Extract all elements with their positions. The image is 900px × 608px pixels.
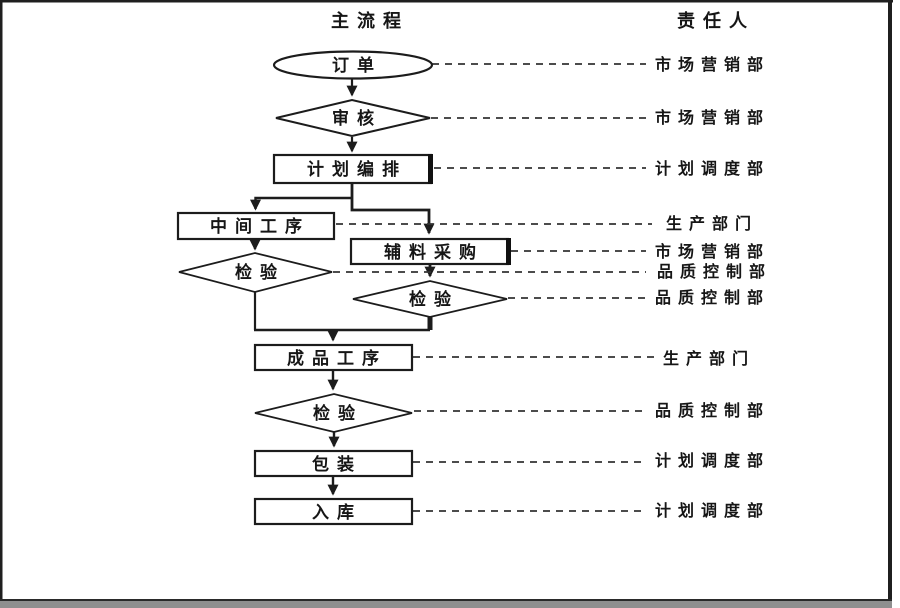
node-label-inspection-auxiliary: 检验: [409, 289, 459, 309]
node-review: 审核: [275, 98, 431, 138]
responsibility-dash-lines: [333, 63, 660, 512]
diamond-review: [275, 98, 431, 138]
node-plan-scheduling: 计划编排: [272, 153, 433, 185]
node-inspection-final: 检验: [254, 393, 413, 433]
responsible-label-inspection-right: 品质控制部: [655, 288, 770, 307]
responsible-label-packaging: 计划调度部: [655, 451, 770, 470]
flow-connectors: [249, 79, 436, 496]
column-header-responsible: 责任人: [677, 10, 755, 31]
edge-plan-intermediate: [250, 196, 352, 211]
responsible-label-plan: 计划调度部: [655, 159, 770, 178]
node-warehousing: 入库: [253, 497, 414, 526]
responsible-label-order: 市场营销部: [655, 55, 770, 74]
node-label-packaging: 包装: [312, 454, 362, 474]
column-header-main-flow: 主流程: [331, 10, 409, 31]
rect-packaging: [253, 449, 414, 478]
node-label-auxiliary-purchase: 辅料采购: [384, 242, 484, 262]
node-label-warehousing: 入库: [312, 502, 362, 522]
diamond-inspection-auxiliary: [352, 280, 508, 318]
diamond-inspection-intermediate: [178, 252, 333, 293]
responsible-label-auxiliary: 市场营销部: [655, 242, 770, 261]
node-packaging: 包装: [253, 449, 414, 478]
node-auxiliary-purchase: 辅料采购: [349, 237, 511, 266]
responsible-label-inspection-final: 品质控制部: [655, 401, 770, 420]
node-label-review: 审核: [332, 108, 382, 128]
node-inspection-auxiliary: 检验: [352, 280, 508, 318]
ellipse-order: [272, 50, 434, 80]
rect-finished-process: [253, 343, 414, 372]
edge-plan-auxiliary: [350, 184, 435, 235]
rect-warehousing: [253, 497, 414, 526]
node-label-plan-scheduling: 计划编排: [307, 159, 407, 179]
responsible-label-warehousing: 计划调度部: [655, 501, 770, 520]
responsible-label-intermediate: 生产部门: [666, 214, 758, 233]
node-label-intermediate-process: 中间工序: [210, 216, 310, 236]
node-label-inspection-final: 检验: [313, 403, 363, 423]
diamond-inspection-final: [254, 393, 413, 433]
node-label-inspection-intermediate: 检验: [235, 262, 285, 282]
node-label-finished-process: 成品工序: [287, 348, 387, 368]
responsible-label-inspection-left: 品质控制部: [657, 262, 772, 281]
node-label-order: 订单: [332, 55, 382, 75]
node-order: 订单: [272, 50, 434, 80]
node-intermediate-process: 中间工序: [176, 211, 336, 241]
node-inspection-intermediate: 检验: [178, 252, 333, 293]
responsible-label-finished: 生产部门: [663, 349, 755, 368]
responsibility-labels: 市场营销部 市场营销部 计划调度部 生产部门 市场营销部 品质控制部 品质控制部…: [655, 55, 772, 520]
responsible-label-review: 市场营销部: [655, 108, 770, 127]
rect-intermediate-process: [176, 211, 336, 241]
node-finished-process: 成品工序: [253, 343, 414, 372]
rect-plan-scheduling: [272, 153, 433, 185]
